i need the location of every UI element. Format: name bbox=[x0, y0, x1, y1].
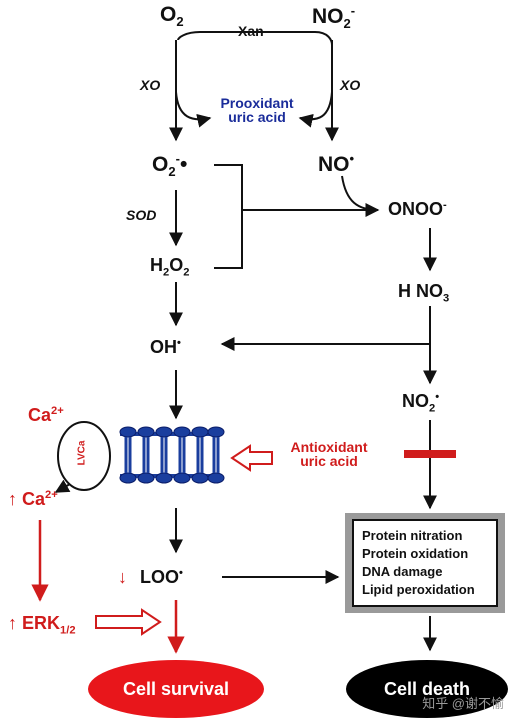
arc-from-prooxidant bbox=[298, 91, 333, 128]
ca-bottom-label: ↑ Ca2+ bbox=[8, 489, 58, 509]
loo-down-arrow: ↓ bbox=[118, 567, 127, 587]
damage-item: DNA damage bbox=[362, 564, 443, 579]
superoxide-label: O2-• bbox=[152, 151, 188, 180]
hollow-arrow-erk bbox=[95, 608, 162, 636]
arrow-lvca-to-ca bbox=[54, 479, 71, 493]
nitric-oxide-label: NO• bbox=[318, 151, 355, 176]
hydroxyl-label: OH• bbox=[150, 337, 181, 357]
nitric-acid-label: H NO3 bbox=[398, 281, 450, 305]
h2o2-label: H2O2 bbox=[150, 255, 190, 279]
sod-label: SOD bbox=[126, 207, 157, 223]
damage-item: Protein nitration bbox=[362, 528, 463, 543]
o2-label: O2 bbox=[160, 3, 184, 30]
arc-to-prooxidant bbox=[175, 91, 212, 128]
watermark: 知乎 @谢不愉 bbox=[422, 696, 504, 711]
membrane-bilayer bbox=[119, 426, 225, 484]
cell-survival-oval: Cell survival bbox=[88, 660, 264, 718]
xo-right-label: XO bbox=[340, 77, 361, 93]
xan-label: Xan bbox=[238, 23, 264, 39]
xan-arc bbox=[177, 31, 333, 46]
hollow-arrow-antioxidant bbox=[230, 444, 273, 472]
no2-radical-label: NO2• bbox=[402, 391, 440, 415]
peroxynitrite-label: ONOO- bbox=[388, 199, 447, 219]
nitrite-label: NO2- bbox=[312, 3, 356, 32]
xo-left-label: XO bbox=[140, 77, 161, 93]
damage-item: Protein oxidation bbox=[362, 546, 469, 561]
erk-label: ↑ ERK1/2 bbox=[8, 613, 76, 637]
lvca-ring bbox=[57, 421, 111, 491]
cell-death-oval: Cell death bbox=[346, 660, 508, 718]
prooxidant-uric-acid: Prooxidant uric acid bbox=[220, 95, 294, 125]
lipid-peroxyl-label: LOO• bbox=[140, 567, 183, 587]
ca-top-label: Ca2+ bbox=[28, 405, 64, 425]
damage-box: Protein nitration Protein oxidation DNA … bbox=[352, 519, 498, 607]
lvca-label: LVCa bbox=[76, 440, 88, 466]
antioxidant-uric-acid: Antioxidant uric acid bbox=[290, 439, 368, 469]
bracket-superoxide-h2o2 bbox=[214, 164, 243, 269]
curve-no-to-onoo bbox=[341, 175, 379, 211]
damage-item: Lipid peroxidation bbox=[362, 582, 475, 597]
